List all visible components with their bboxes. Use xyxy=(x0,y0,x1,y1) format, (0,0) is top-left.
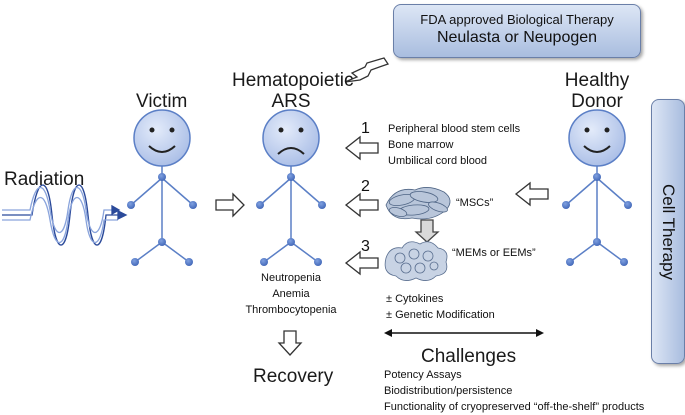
step1-item: Umbilical cord blood xyxy=(388,155,488,167)
challenge-item: Functionality of cryopreserved “off-the-… xyxy=(384,401,645,413)
fda-drug-names: Neulasta or Neupogen xyxy=(436,29,598,46)
ars-label-line1: Hematopoietic xyxy=(232,70,354,91)
arrow-step3 xyxy=(344,250,379,276)
challenge-item: Potency Assays xyxy=(384,369,462,381)
condition-item: Anemia xyxy=(272,288,310,300)
msc-label: “MSCs” xyxy=(456,197,494,209)
donor-figure xyxy=(562,109,632,266)
radiation-wave xyxy=(2,184,128,246)
challenge-item: Biodistribution/persistence xyxy=(384,385,513,397)
fda-therapy-box: FDA approved Biological Therapy Neulasta… xyxy=(393,4,641,58)
modifier-item: ± Cytokines xyxy=(386,293,444,305)
ars-patient-figure xyxy=(256,109,326,266)
radiation-label: Radiation xyxy=(4,169,85,190)
step2-number: 2 xyxy=(361,178,370,195)
step3-number: 3 xyxy=(361,238,370,255)
victim-figure xyxy=(127,109,197,266)
challenges-title: Challenges xyxy=(421,346,517,367)
step1-item: Peripheral blood stem cells xyxy=(388,123,521,135)
arrow-victim-to-ars xyxy=(215,192,245,218)
arrow-step2 xyxy=(344,192,379,218)
fda-title: FDA approved Biological Therapy xyxy=(420,12,614,27)
step1-item: Bone marrow xyxy=(388,139,454,151)
condition-item: Neutropenia xyxy=(261,272,321,284)
arrow-donor-to-msc xyxy=(514,181,549,207)
msc-cell-cluster xyxy=(385,187,451,220)
donor-label-line1: Healthy xyxy=(564,70,630,91)
recovery-label: Recovery xyxy=(253,366,334,387)
arrow-msc-to-mem xyxy=(414,219,440,243)
arrow-to-recovery xyxy=(277,330,303,356)
cell-therapy-box: Cell Therapy xyxy=(651,99,685,364)
challenges-range-line xyxy=(384,329,544,337)
arrow-fda-to-ars xyxy=(344,57,390,83)
step1-number: 1 xyxy=(361,120,370,137)
arrow-step1 xyxy=(344,135,379,161)
modifier-item: ± Genetic Modification xyxy=(386,309,495,321)
cell-therapy-label: Cell Therapy xyxy=(659,183,678,280)
donor-label-line2: Donor xyxy=(571,91,623,112)
victim-label: Victim xyxy=(136,91,188,112)
mem-label: “MEMs or EEMs” xyxy=(452,247,536,259)
ars-label-line2: ARS xyxy=(271,91,311,112)
condition-item: Thrombocytopenia xyxy=(245,304,337,316)
mem-cell-cluster xyxy=(384,241,448,281)
